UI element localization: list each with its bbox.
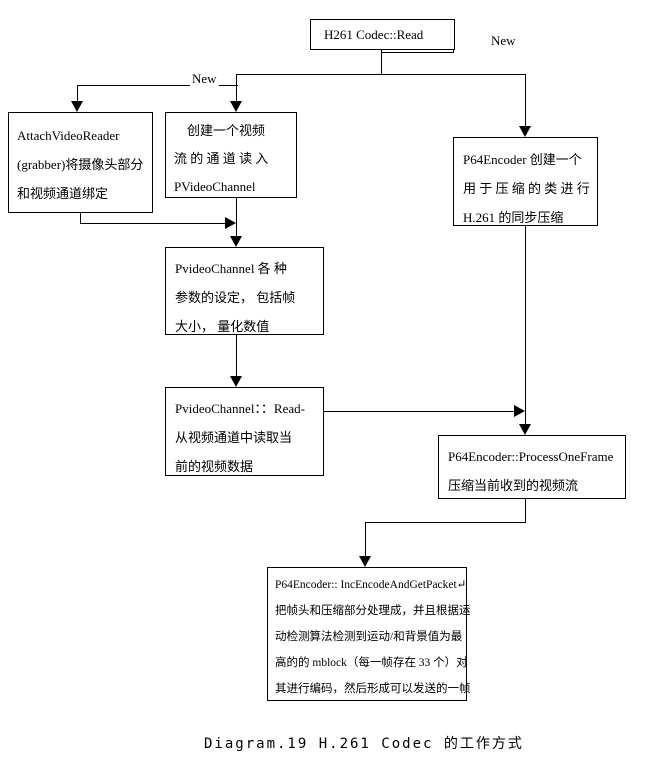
node-text-line: P64Encoder::ProcessOneFrame [448, 449, 614, 464]
connector-line [236, 198, 237, 237]
node-attach-video-reader: AttachVideoReader (grabber)将摄像头部分 和视频通道绑… [8, 112, 153, 213]
arrowhead-down-icon [519, 424, 531, 435]
node-text-line: PVideoChannel [174, 179, 256, 194]
connector-line [237, 74, 526, 75]
edge-label-new-right: New [489, 33, 518, 49]
connector-line [525, 225, 526, 425]
node-pvideochannel-params: PvideoChannel 各 种 参数的设定， 包括帧 大小， 量化数值 [165, 247, 324, 335]
connector-line [381, 49, 382, 75]
node-text-line: 其进行编码，然后形成可以发送的一帧 [275, 683, 471, 695]
node-text-line: 把帧头和压缩部分处理成，并且根据运 [275, 605, 471, 617]
arrowhead-down-icon [230, 376, 242, 387]
arrowhead-down-icon [230, 101, 242, 112]
connector-line [80, 223, 225, 224]
connector-line [236, 74, 237, 102]
node-text-line: 参数的设定， 包括帧 [175, 290, 296, 305]
connector-line [77, 85, 238, 86]
arrowhead-down-icon [71, 101, 83, 112]
arrowhead-down-icon [519, 126, 531, 137]
node-create-video-channel: 创建一个视频 流 的 通 道 读 入 PVideoChannel [165, 112, 297, 198]
node-inc-encode-get-packet: P64Encoder:: IncEncodeAndGetPacket↵ 把帧头和… [267, 567, 471, 701]
node-process-one-frame: P64Encoder::ProcessOneFrame 压缩当前收到的视频流 [438, 435, 626, 499]
node-text-line: AttachVideoReader [17, 128, 120, 143]
node-pvideochannel-read: PvideoChannel：：Read- 从视频通道中读取当 前的视频数据 [165, 387, 324, 476]
node-text-line: P64Encoder:: IncEncodeAndGetPacket↵ [275, 579, 467, 591]
connector-line [453, 49, 454, 53]
connector-line [77, 85, 78, 102]
node-text-line: 动检测算法检测到运动/和背景值为最 [275, 631, 463, 643]
connector-line [323, 411, 515, 412]
node-text-line: 从视频通道中读取当 [175, 430, 293, 445]
arrowhead-down-icon [359, 556, 371, 567]
node-text-line: 用 于 压 缩 的 类 进 行 [463, 181, 590, 196]
node-text-line: (grabber)将摄像头部分 [17, 157, 144, 172]
node-text-line: 前的视频数据 [175, 459, 254, 474]
arrowhead-down-icon [230, 236, 242, 247]
node-text-line: P64Encoder 创建一个 [463, 152, 582, 167]
node-p64-encoder-create: P64Encoder 创建一个 用 于 压 缩 的 类 进 行 H.261 的同… [453, 137, 598, 226]
node-text-line: H.261 的同步压缩 [463, 210, 564, 225]
connector-line [525, 74, 526, 127]
diagram-caption: Diagram.19 H.261 Codec 的工作方式 [204, 736, 524, 752]
connector-line [381, 52, 454, 53]
node-text-line: 和视频通道绑定 [17, 186, 109, 201]
node-text-line: H261 Codec::Read [324, 27, 424, 42]
arrowhead-right-icon [514, 405, 525, 417]
node-text-line: 创建一个视频 [174, 123, 266, 138]
node-text-line: PvideoChannel 各 种 [175, 261, 287, 276]
connector-line [525, 498, 526, 523]
node-text-line: 压缩当前收到的视频流 [448, 478, 579, 493]
node-h261-codec-read: H261 Codec::Read [310, 19, 455, 50]
node-text-line: PvideoChannel：：Read- [175, 401, 305, 416]
arrowhead-right-icon [225, 217, 236, 229]
edge-label-new-left: New [190, 71, 219, 87]
connector-line [365, 522, 366, 557]
connector-line [236, 334, 237, 377]
connector-line [365, 522, 526, 523]
node-text-line: 高的的 mblock（每一帧存在 33 个）对 [275, 657, 468, 669]
connector-line [80, 212, 81, 224]
node-text-line: 大小， 量化数值 [175, 319, 270, 334]
node-text-line: 流 的 通 道 读 入 [174, 151, 269, 166]
